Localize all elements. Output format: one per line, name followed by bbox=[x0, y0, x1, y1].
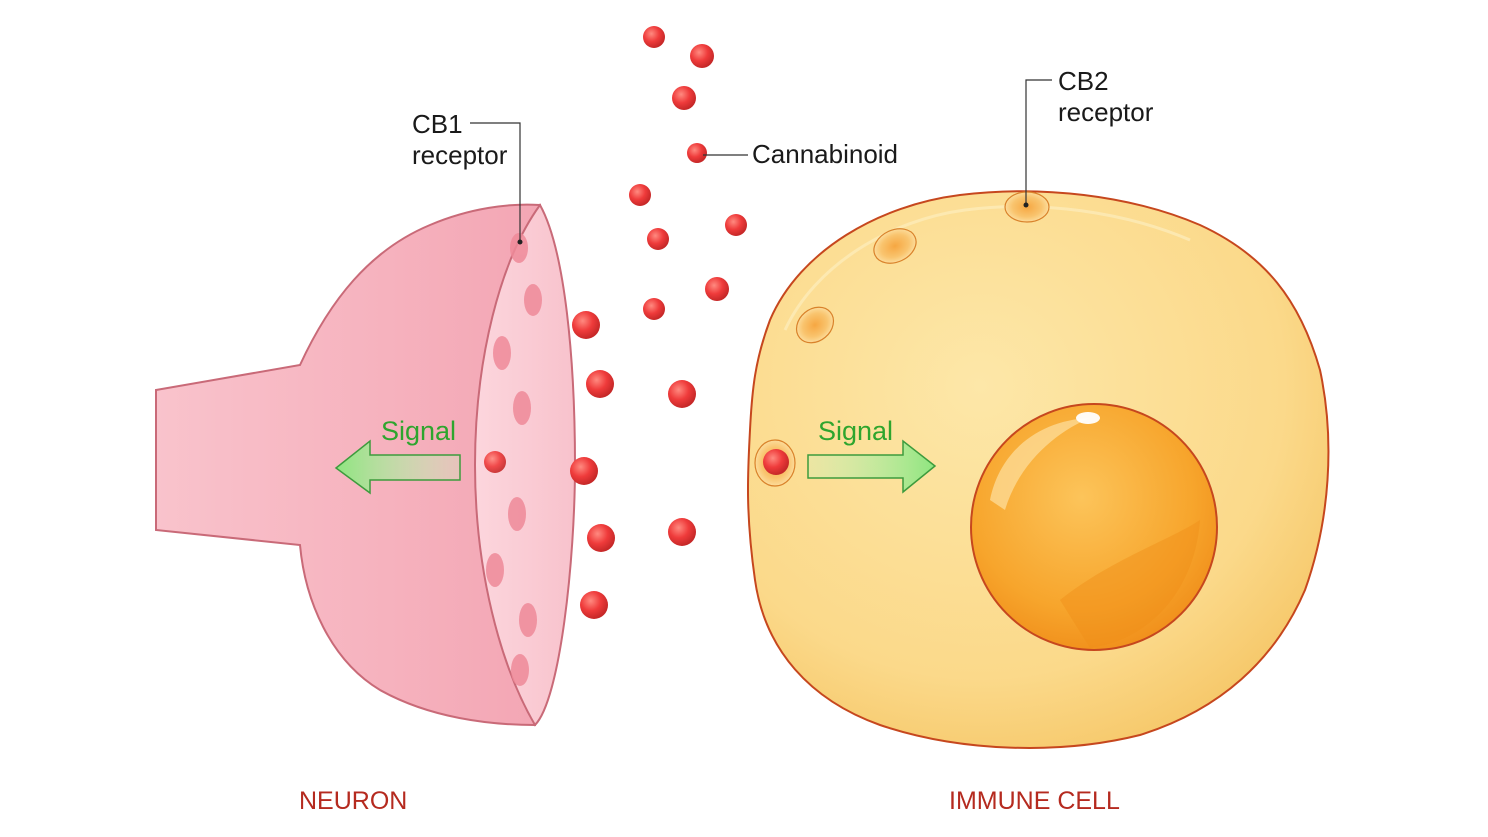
cannabinoid-molecule bbox=[687, 143, 707, 163]
cb1-label-line1: CB1 bbox=[412, 109, 463, 139]
cb1-leader-line bbox=[470, 122, 521, 240]
cb2-label: CB2 receptor bbox=[1023, 66, 1154, 208]
arrow-right-icon bbox=[807, 439, 937, 494]
neuron-membrane-face bbox=[473, 203, 577, 727]
cannabinoid-molecule bbox=[643, 26, 665, 48]
signal-label-right: Signal bbox=[818, 416, 893, 446]
nucleus bbox=[970, 403, 1218, 651]
cannabinoid-particles bbox=[570, 26, 747, 619]
nucleus-shine bbox=[1076, 412, 1100, 424]
nucleus-shadow bbox=[1060, 520, 1200, 648]
cannabinoid-molecule bbox=[629, 184, 651, 206]
immune-cell bbox=[746, 190, 1330, 749]
cb1-label: CB1 receptor bbox=[412, 109, 523, 245]
bound-cannabinoid-immune bbox=[763, 449, 789, 475]
cannabinoid-label: Cannabinoid bbox=[752, 139, 898, 169]
cannabinoid-molecule bbox=[647, 228, 669, 250]
cannabinoid-molecule bbox=[672, 86, 696, 110]
cannabinoid-molecule bbox=[587, 524, 615, 552]
cb2-receptor bbox=[795, 306, 835, 344]
cannabinoid-molecule bbox=[586, 370, 614, 398]
cannabinoid-molecule bbox=[725, 214, 747, 236]
cannabinoid-molecule bbox=[580, 591, 608, 619]
cannabinoid-label-group: Cannabinoid bbox=[703, 139, 898, 169]
signal-label-left: Signal bbox=[381, 416, 456, 446]
cannabinoid-molecule bbox=[572, 311, 600, 339]
cb1-receptor bbox=[486, 553, 504, 587]
cb1-label-line2: receptor bbox=[412, 140, 508, 170]
cannabinoid-molecule bbox=[705, 277, 729, 301]
signal-arrow-left: Signal bbox=[334, 416, 461, 495]
cb1-receptor bbox=[524, 284, 542, 316]
cannabinoid-molecule bbox=[668, 380, 696, 408]
cb1-leader-dot bbox=[517, 239, 523, 245]
cannabinoid-molecule bbox=[668, 518, 696, 546]
cb2-label-line2: receptor bbox=[1058, 97, 1154, 127]
immune-cell-inner-membrane bbox=[783, 205, 1191, 331]
arrow-left-icon bbox=[334, 439, 461, 495]
cb2-leader-line bbox=[1025, 79, 1052, 203]
cb1-receptor bbox=[510, 233, 528, 263]
signal-arrow-right: Signal bbox=[807, 416, 937, 494]
neuron-caption: NEURON bbox=[299, 787, 407, 815]
cb1-receptor bbox=[519, 603, 537, 637]
cb1-receptors bbox=[486, 233, 542, 686]
cb1-receptor bbox=[508, 497, 526, 531]
cb1-receptor bbox=[493, 336, 511, 370]
cannabinoid-molecule bbox=[643, 298, 665, 320]
cb2-receptor bbox=[873, 228, 917, 264]
cannabinoid-molecule bbox=[690, 44, 714, 68]
cb1-receptor bbox=[513, 391, 531, 425]
bound-cannabinoid-neuron bbox=[484, 451, 506, 473]
cannabinoid-molecule bbox=[570, 457, 598, 485]
cb2-leader-dot bbox=[1023, 202, 1029, 208]
nucleus-highlight bbox=[990, 418, 1090, 510]
cb1-receptor bbox=[511, 654, 529, 686]
cb2-label-line1: CB2 bbox=[1058, 66, 1109, 96]
nucleus-body bbox=[970, 403, 1218, 651]
immune-cell-caption: IMMUNE CELL bbox=[949, 787, 1120, 815]
